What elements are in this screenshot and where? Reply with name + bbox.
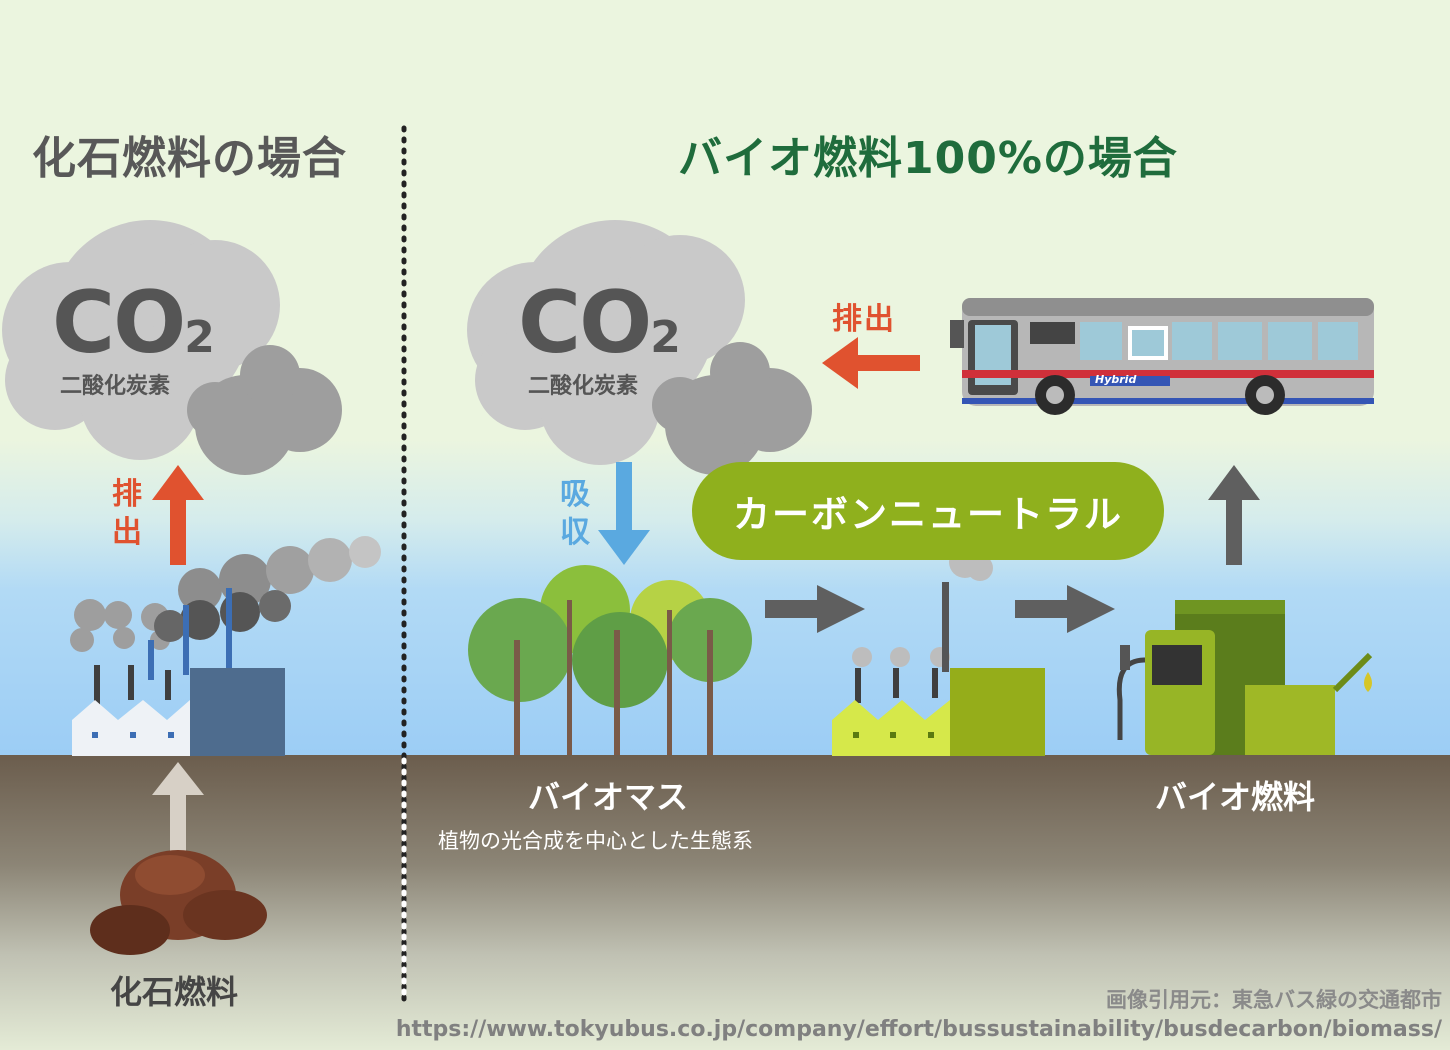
biomass-label: バイオマス <box>528 778 689 816</box>
co2-symbol-right: CO2 <box>518 280 681 366</box>
carbon-neutral-badge: カーボンニュートラル <box>692 462 1164 560</box>
biofuel-factory <box>832 546 1045 756</box>
absorption-label: 吸収 <box>560 477 590 550</box>
process-arrow-1 <box>765 585 865 633</box>
bus <box>950 298 1374 415</box>
emission-arrow-left <box>152 465 204 565</box>
biofuel-label: バイオ燃料 <box>1155 778 1316 816</box>
fossil-fuel-label: 化石燃料 <box>110 973 239 1011</box>
title-fossil: 化石燃料の場合 <box>32 133 347 184</box>
fossil-up-arrow <box>152 762 204 860</box>
co2-name-left: 二酸化炭素 <box>60 374 171 399</box>
biofuel-equipment <box>1116 600 1373 755</box>
coal-pile <box>90 850 267 955</box>
co2-cloud-left <box>2 220 342 475</box>
absorption-arrow <box>598 462 650 565</box>
emission-arrow-right <box>822 337 920 389</box>
co2-cloud-right <box>467 220 812 475</box>
biofuel-up-arrow <box>1208 465 1260 565</box>
co2-subscript: 2 <box>184 312 215 363</box>
image-credit-url[interactable]: https://www.tokyubus.co.jp/company/effor… <box>395 1017 1442 1042</box>
image-credit: 画像引用元：東急バス緑の交通都市 <box>1106 988 1442 1012</box>
co2-subscript: 2 <box>650 312 681 363</box>
emission-label-right: 排出 <box>832 302 896 337</box>
biomass-caption: 植物の光合成を中心とした生態系 <box>438 829 753 853</box>
co2-text: CO <box>518 273 652 373</box>
emission-label-left: 排出 <box>112 477 142 550</box>
title-biofuel: バイオ燃料100%の場合 <box>678 133 1178 184</box>
process-arrow-2 <box>1015 585 1115 633</box>
fossil-factory <box>70 536 381 756</box>
biomass-trees <box>468 565 752 755</box>
co2-name-right: 二酸化炭素 <box>528 374 639 399</box>
co2-text: CO <box>52 273 186 373</box>
bus-logo: Hybrid <box>1095 373 1137 386</box>
co2-symbol-left: CO2 <box>52 280 215 366</box>
